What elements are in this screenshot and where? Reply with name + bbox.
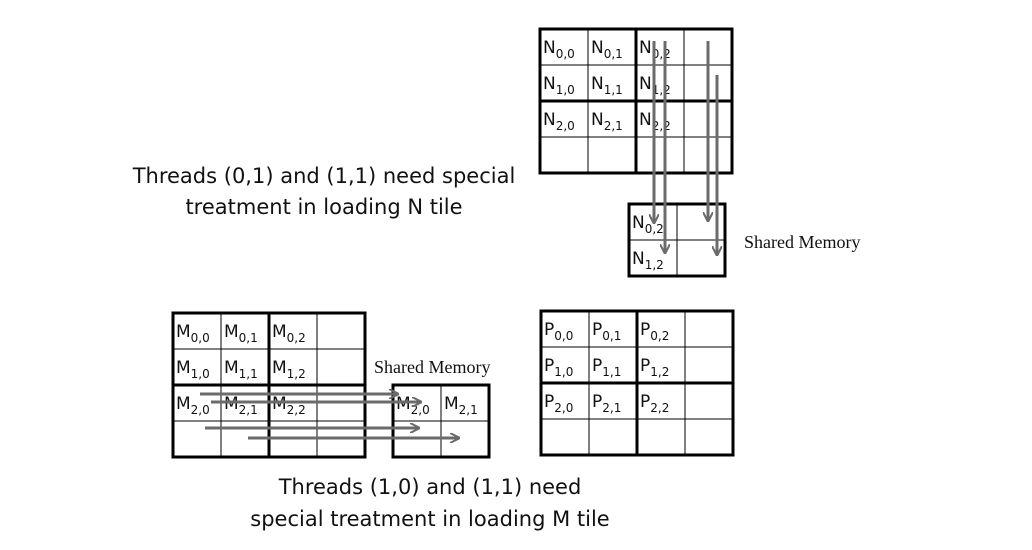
n-tile-caption-line1: Threads (0,1) and (1,1) need special (132, 164, 516, 188)
cell-label: P2,1 (592, 392, 621, 415)
cell-label: P2,2 (640, 392, 669, 415)
n-tile-caption-line2: treatment in loading N tile (185, 195, 462, 219)
matrix-border (391, 383, 491, 459)
shared-memory-m-label: Shared Memory (374, 357, 490, 377)
load-arrows (200, 41, 717, 438)
cell-label: N0,1 (591, 38, 623, 61)
cell-label: M2,2 (272, 394, 306, 417)
matrix-border (627, 202, 727, 278)
cell-label: N1,2 (632, 249, 664, 272)
cell-label: P2,0 (544, 392, 573, 415)
cell-label: M1,1 (224, 358, 258, 381)
matrix-n-shared: N0,2N1,2 (627, 202, 727, 278)
cell-label: N2,1 (591, 110, 623, 133)
cell-label: M2,1 (444, 394, 478, 417)
cell-label: M2,0 (176, 394, 210, 417)
cell-label: M1,2 (272, 358, 306, 381)
cell-label: M1,0 (176, 358, 210, 381)
matrix-m: M0,0 M0,1 M0,2M1,0 M1,1 M1,2M2,0 M2,1 M2,2 (171, 311, 367, 459)
cell-label: N1,0 (543, 74, 575, 97)
cell-label: P1,0 (544, 356, 573, 379)
matrix-p: P0,0 P0,1 P0,2P1,0 P1,1 P1,2P2,0 P2,1 P2,2 (539, 309, 735, 457)
cell-label: P1,2 (640, 356, 669, 379)
cell-label: P0,1 (592, 320, 621, 343)
cell-label: P1,1 (592, 356, 621, 379)
cell-label: P0,2 (640, 320, 669, 343)
matrix-border (171, 311, 367, 459)
cell-label: M0,2 (272, 322, 306, 345)
m-tile-caption-line1: Threads (1,0) and (1,1) need (278, 475, 582, 499)
cell-label: N1,1 (591, 74, 623, 97)
cell-label: M0,0 (176, 322, 210, 345)
matrix-m-shared: M2,0 M2,1 (391, 383, 491, 459)
cell-label: N0,0 (543, 38, 575, 61)
cell-label: N0,2 (632, 213, 664, 236)
cell-label: M2,0 (396, 394, 430, 417)
shared-memory-n-label: Shared Memory (744, 232, 860, 252)
matrix-border (538, 27, 734, 175)
matrix-border (539, 309, 735, 457)
cell-label: P0,0 (544, 320, 573, 343)
cell-label: M2,1 (224, 394, 258, 417)
cell-label: M0,1 (224, 322, 258, 345)
cell-label: N2,0 (543, 110, 575, 133)
m-tile-caption-line2: special treatment in loading M tile (250, 507, 609, 531)
